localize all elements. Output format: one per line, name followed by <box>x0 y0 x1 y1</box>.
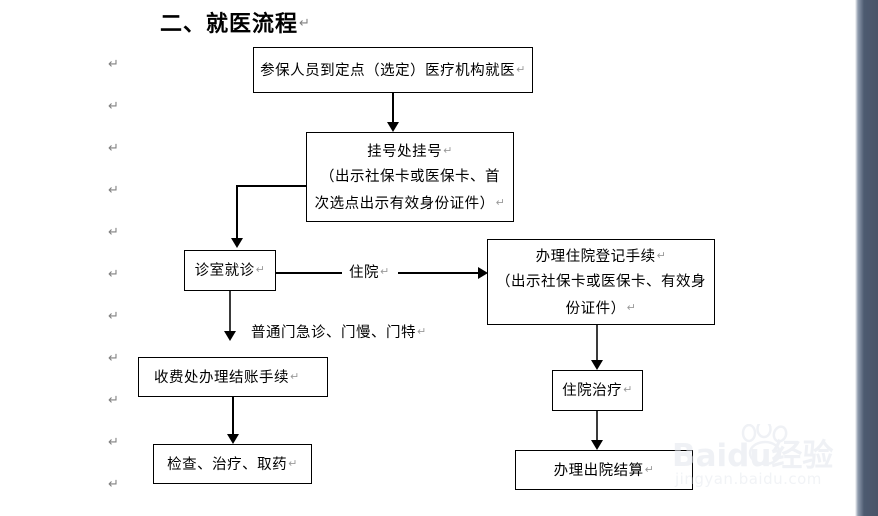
pilcrow-mark: ↵ <box>516 62 526 76</box>
edge-label-inpatient-text: 住院 <box>349 265 379 281</box>
node-line: （出示社保卡或医保卡、有效身 <box>496 273 706 290</box>
connector-consult-to-admission-right <box>398 272 483 274</box>
edge-label-outpatient: 普通门急诊、门慢、门特↵ <box>246 323 432 342</box>
connector-inpatient-care-to-discharge <box>596 411 598 443</box>
pilcrow-mark: ↵ <box>626 300 637 314</box>
connector-registration-to-consult-horizontal <box>236 185 306 187</box>
connector-consult-to-admission-left <box>276 272 342 274</box>
node-line-text: 办理住院登记手续 <box>535 248 656 265</box>
watermark-brand: Baidu经验 <box>672 438 834 474</box>
flow-node-visit-designated-institution[interactable]: 参保人员到定点（选定）医疗机构就医↵ <box>253 47 533 93</box>
paragraph-mark: ↵ <box>108 267 119 282</box>
pilcrow-mark: ↵ <box>417 325 427 338</box>
pilcrow-mark: ↵ <box>495 195 506 209</box>
node-line-text: 住院治疗 <box>562 383 623 399</box>
arrowhead-right <box>478 267 488 279</box>
pilcrow-mark: ↵ <box>290 369 300 383</box>
pilcrow-mark: ↵ <box>623 383 633 396</box>
flow-node-clinic-consultation[interactable]: 诊室就诊↵ <box>184 250 276 291</box>
arrowhead-down <box>387 122 399 132</box>
node-line: 住院治疗↵ <box>562 377 633 404</box>
node-line: 办理住院登记手续↵ <box>536 243 667 270</box>
paragraph-mark: ↵ <box>108 309 119 324</box>
flow-node-inpatient-admission-registration[interactable]: 办理住院登记手续↵ （出示社保卡或医保卡、有效身 份证件）↵ <box>487 239 715 325</box>
paragraph-mark: ↵ <box>108 393 119 408</box>
edge-label-outpatient-text: 普通门急诊、门慢、门特 <box>251 325 416 341</box>
connector-consult-to-settlement <box>229 291 231 335</box>
pilcrow-mark: ↵ <box>443 143 453 157</box>
connector-admission-to-inpatient-care <box>596 325 598 363</box>
node-line: 次选点出示有效身份证件）↵ <box>315 190 506 217</box>
node-line-text: 检查、治疗、取药 <box>167 456 288 473</box>
paragraph-mark: ↵ <box>108 351 119 366</box>
node-line-text: 份证件） <box>565 300 626 317</box>
flow-node-inpatient-treatment[interactable]: 住院治疗↵ <box>552 370 643 411</box>
arrowhead-down <box>591 440 603 450</box>
paw-logo-icon <box>741 424 788 466</box>
paragraph-mark: ↵ <box>108 141 119 156</box>
node-line-text: 诊室就诊 <box>194 263 255 279</box>
paragraph-mark: ↵ <box>108 477 119 492</box>
node-line-text: 参保人员到定点（选定）医疗机构就医 <box>260 62 516 79</box>
arrowhead-down <box>227 434 239 444</box>
page-edge-gutter <box>855 0 878 516</box>
margin-paragraph-marks: ↵ ↵ ↵ ↵ ↵ ↵ ↵ ↵ ↵ ↵ ↵ <box>108 58 128 516</box>
paragraph-mark: ↵ <box>108 435 119 450</box>
paragraph-mark: ↵ <box>108 225 119 240</box>
node-line-text: 次选点出示有效身份证件） <box>314 195 495 212</box>
node-line: 检查、治疗、取药↵ <box>167 451 298 478</box>
watermark: Baidu经验 jingyan.baidu.com <box>672 424 872 504</box>
node-line: 参保人员到定点（选定）医疗机构就医↵ <box>260 57 526 84</box>
pilcrow-mark: ↵ <box>255 263 266 276</box>
node-line: 份证件）↵ <box>566 295 637 322</box>
node-line-text: 收费处办理结账手续 <box>154 369 289 386</box>
connector-registration-to-consult-vertical <box>236 185 238 241</box>
paragraph-mark: ↵ <box>108 99 119 114</box>
connector-settlement-to-exam <box>232 397 234 437</box>
flow-node-registration-desk[interactable]: 挂号处挂号↵ （出示社保卡或医保卡、首 次选点出示有效身份证件）↵ <box>306 132 514 222</box>
paragraph-mark: ↵ <box>108 57 119 72</box>
arrowhead-down <box>231 238 243 248</box>
node-line: （出示社保卡或医保卡、首 <box>320 168 500 185</box>
node-line: 办理出院结算↵ <box>554 457 655 484</box>
flow-node-discharge-settlement[interactable]: 办理出院结算↵ <box>515 450 693 490</box>
node-line: 收费处办理结账手续↵ <box>154 364 300 391</box>
node-line: 挂号处挂号↵ <box>367 138 453 165</box>
paragraph-mark: ↵ <box>108 183 119 198</box>
pilcrow-mark: ↵ <box>299 16 311 31</box>
edge-label-inpatient: 住院↵ <box>344 263 395 282</box>
arrowhead-down <box>224 331 236 341</box>
flow-node-cashier-settlement[interactable]: 收费处办理结账手续↵ <box>138 357 328 397</box>
page-title: 二、就医流程↵ <box>160 6 311 38</box>
connector-start-to-registration <box>392 93 394 124</box>
watermark-url: jingyan.baidu.com <box>675 470 822 488</box>
node-line: 诊室就诊↵ <box>195 257 266 284</box>
pilcrow-mark: ↵ <box>656 248 667 262</box>
page-title-text: 二、就医流程 <box>160 12 299 37</box>
node-line-text: 办理出院结算 <box>553 462 644 479</box>
flow-node-exam-treatment-medicine[interactable]: 检查、治疗、取药↵ <box>153 444 312 484</box>
node-line-text: 挂号处挂号 <box>367 143 443 160</box>
pilcrow-mark: ↵ <box>644 462 655 476</box>
arrowhead-down <box>591 360 603 370</box>
pilcrow-mark: ↵ <box>380 265 390 278</box>
pilcrow-mark: ↵ <box>288 456 298 470</box>
